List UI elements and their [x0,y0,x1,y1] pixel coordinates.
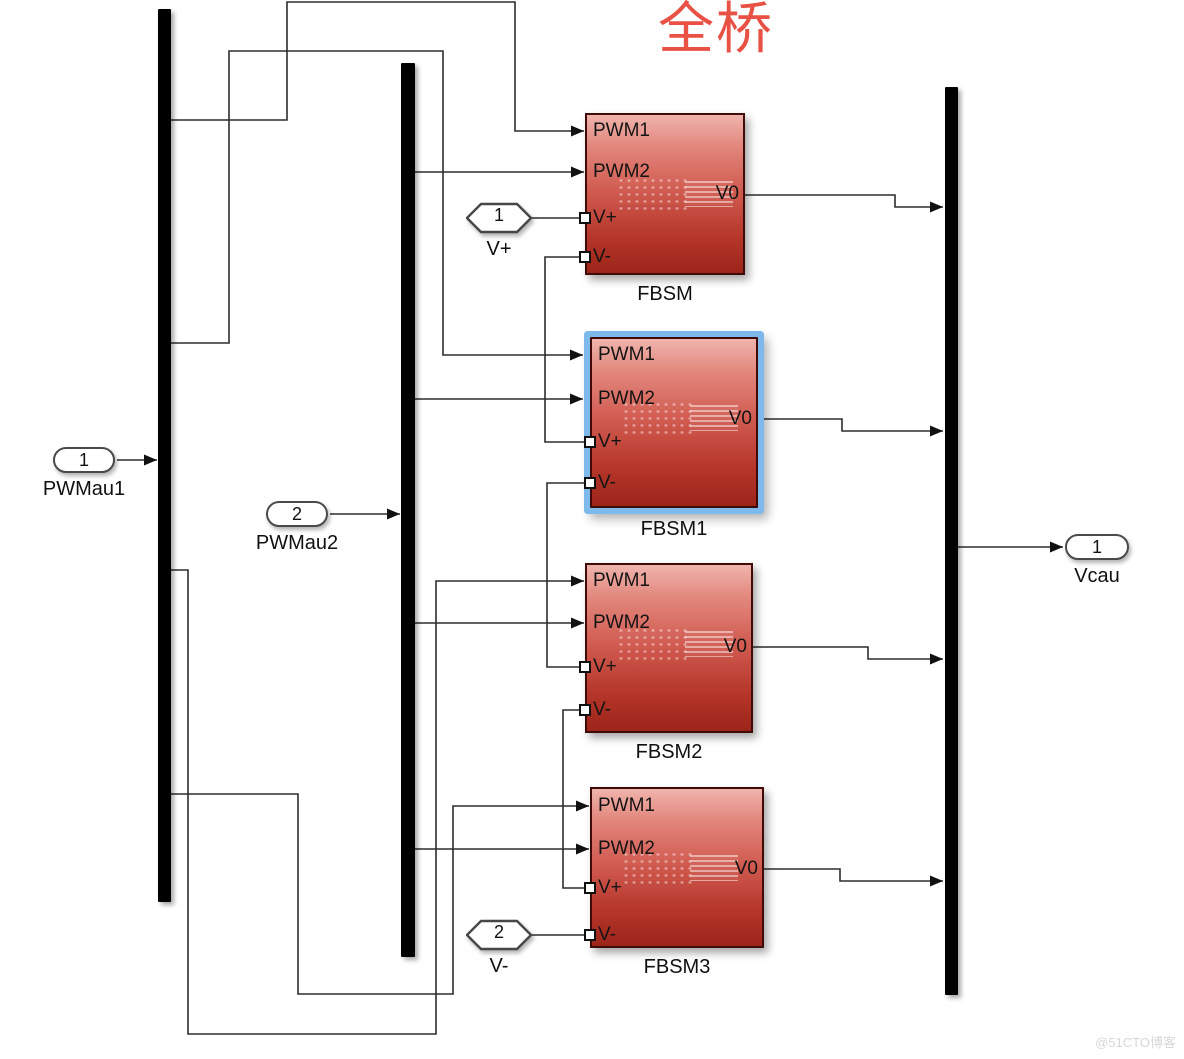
port-label: V- [598,924,616,945]
wire-fbsm1-vminus-to-fbsm2-vplus[interactable] [546,482,586,668]
mask-sketch-dots [617,177,691,211]
mask-sketch-dots [622,401,696,435]
mask-sketch-stripes [690,855,738,881]
physical-port-square[interactable] [579,212,591,224]
mask-sketch-stripes [685,631,733,657]
wire-fbsm-vminus-to-fbsm1-vplus[interactable] [544,256,586,443]
wire-arrowhead-icon [570,393,583,405]
inport-pwmau2[interactable]: 2 PWMau2 [256,501,338,554]
port-label: PWM2 [593,612,650,633]
inport-pwmau1[interactable]: 1 PWMau1 [43,447,125,500]
block-caption[interactable]: FBSM2 [635,741,703,763]
output-port-label: V0 [728,408,752,429]
diagram-title: 全桥 [658,0,774,60]
physical-port-square[interactable] [584,436,596,448]
port-label: PWM2 [593,161,650,182]
port-label: PWM2 [598,388,655,409]
physical-port-square[interactable] [579,661,591,673]
inport-number: 2 [291,503,302,524]
inport-label[interactable]: PWMau2 [255,532,339,554]
port-label: V- [598,472,616,493]
wire-arrowhead-icon [571,125,584,137]
port-label: PWM1 [593,570,650,591]
wire-arrowhead-icon [387,508,400,520]
hexport-vminus[interactable]: 2 V- [466,918,532,977]
bus-bar-right[interactable] [945,87,958,995]
port-label: PWM1 [598,344,655,365]
port-label: PWM1 [593,120,650,141]
wire-arrowhead-icon [571,617,584,629]
wire-busleft-to-fbsm3-pwm1[interactable] [171,793,589,995]
outport-label[interactable]: Vcau [1074,565,1120,587]
wire-busleft-to-fbsm2-pwm1[interactable] [171,569,584,1035]
wire-arrowhead-icon [571,575,584,587]
wire-arrowhead-icon [144,454,157,466]
hexport-label[interactable]: V- [489,955,509,977]
physical-port-square[interactable] [584,477,596,489]
hexagon-shape-icon [466,919,532,951]
wire-arrowhead-icon [1050,541,1063,553]
inport-oval[interactable]: 2 [266,501,328,527]
wire-arrowhead-icon [930,201,943,213]
hexport-label[interactable]: V+ [486,238,512,260]
wire-arrowhead-icon [576,800,589,812]
mask-sketch-stripes [685,181,733,207]
wire-arrowhead-icon [571,166,584,178]
port-label: V+ [593,207,617,228]
physical-port-square[interactable] [584,929,596,941]
block-caption[interactable]: FBSM1 [640,518,708,540]
inport-number: 1 [78,449,89,470]
hexport-vplus[interactable]: 1 V+ [466,201,532,260]
outport-oval[interactable]: 1 [1065,534,1129,560]
wire-busleft-to-fbsm-pwm1[interactable] [171,1,584,132]
hexagon-shape-icon [466,202,532,234]
wire-arrowhead-icon [930,425,943,437]
physical-port-square[interactable] [579,704,591,716]
physical-port-square[interactable] [584,882,596,894]
outport-vcau[interactable]: 1 Vcau [1065,534,1129,587]
port-label: V- [593,699,611,720]
physical-port-square[interactable] [579,251,591,263]
output-port-label: V0 [715,183,739,204]
wire-arrowhead-icon [930,875,943,887]
mask-sketch-stripes [690,405,738,431]
port-label: PWM2 [598,838,655,859]
wire-fbsm2-vminus-to-fbsm3-vplus[interactable] [562,709,586,889]
port-label: V- [593,246,611,267]
bus-bar-left[interactable] [158,9,171,902]
port-label: V+ [598,431,622,452]
port-label: V+ [593,656,617,677]
inport-label[interactable]: PWMau1 [42,478,126,500]
outport-number: 1 [1091,536,1102,557]
wire-fbsm1-v0-to-busright[interactable] [758,418,943,432]
port-label: PWM1 [598,795,655,816]
wire-arrowhead-icon [930,653,943,665]
mask-sketch-dots [617,627,691,661]
wire-fbsm2-v0-to-busright[interactable] [753,646,943,660]
wire-arrowhead-icon [570,349,583,361]
port-label: V+ [598,877,622,898]
wire-busleft-to-fbsm1-pwm1[interactable] [171,50,583,356]
hexport-number: 2 [493,922,504,942]
block-caption[interactable]: FBSM [637,283,693,305]
watermark: @51CTO博客 [1095,1035,1176,1050]
wire-fbsm-v0-to-busright[interactable] [745,194,943,208]
hexport-number: 1 [493,205,504,225]
block-caption[interactable]: FBSM3 [643,956,711,978]
mask-sketch-dots [622,851,696,885]
output-port-label: V0 [723,636,747,657]
wire-arrowhead-icon [576,843,589,855]
bus-bar-middle[interactable] [401,63,415,957]
inport-oval[interactable]: 1 [53,447,115,473]
output-port-label: V0 [734,858,758,879]
wire-fbsm3-v0-to-busright[interactable] [764,868,943,882]
